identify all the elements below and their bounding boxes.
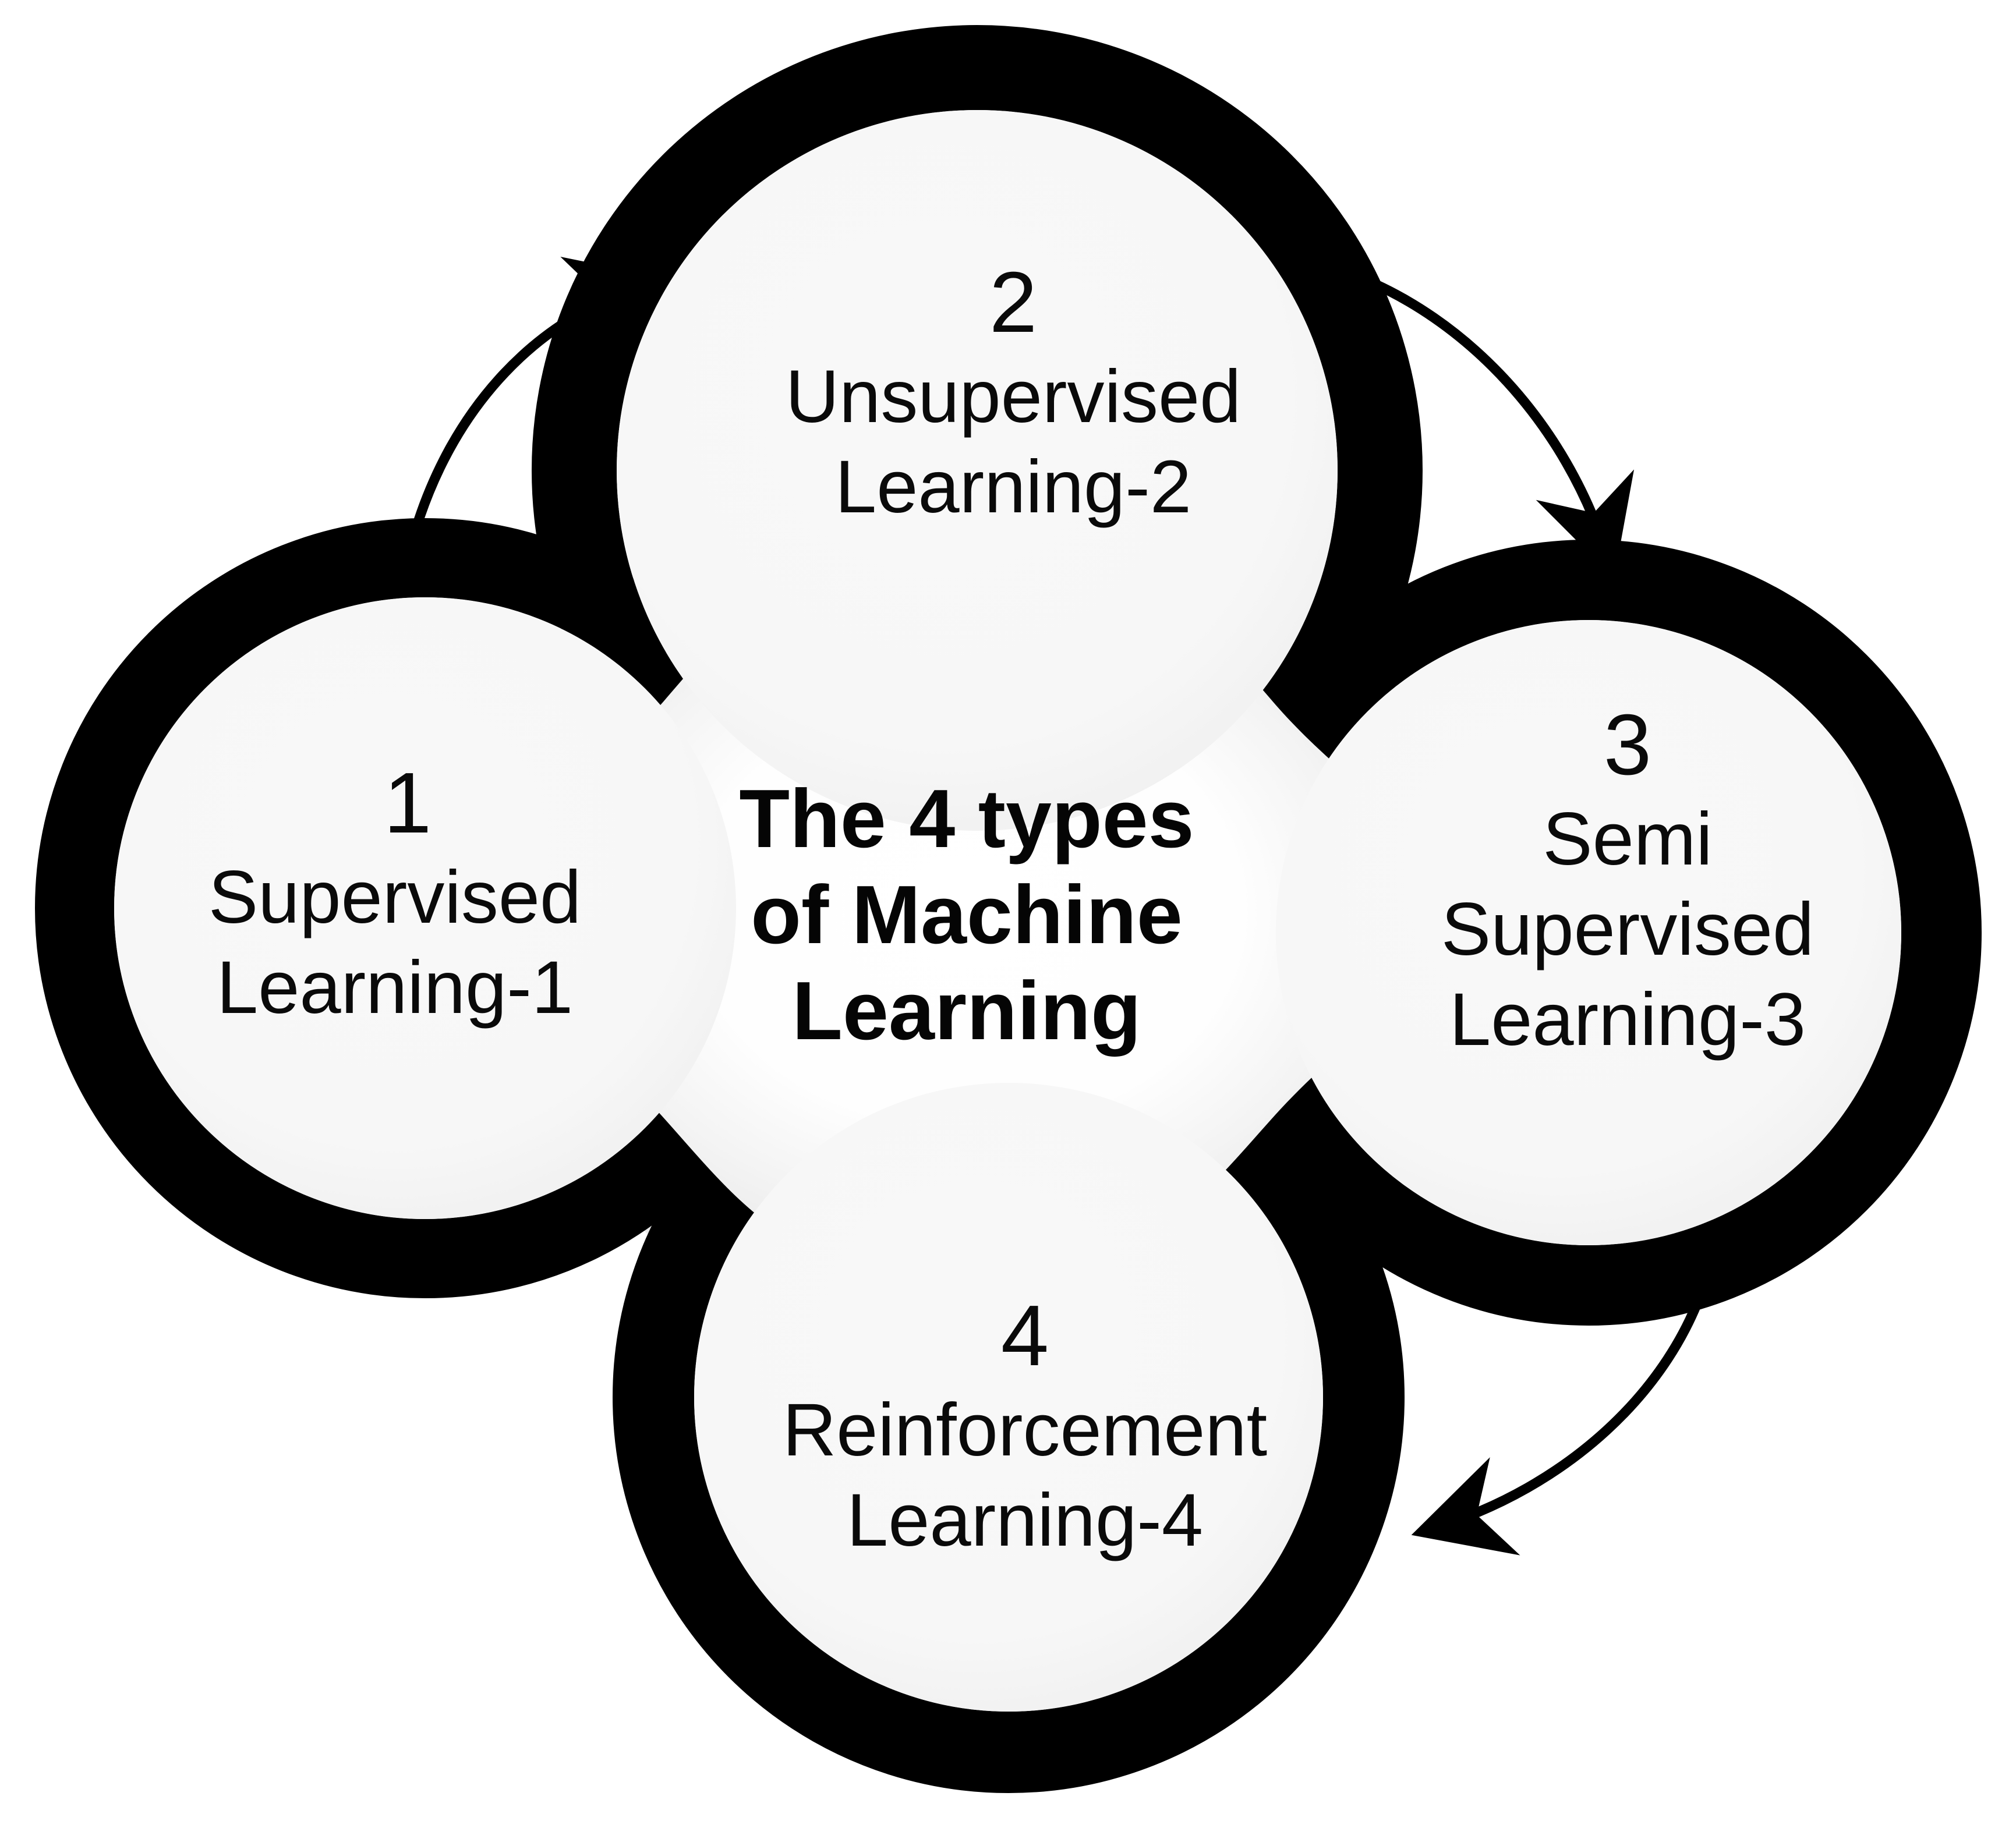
inner-circles-group — [114, 110, 1901, 1712]
node-3-inner-circle[interactable] — [1276, 620, 1901, 1245]
node-3-label-line1: Semi — [1543, 798, 1713, 881]
node-4-label-line1: Reinforcement — [783, 1388, 1267, 1472]
node-3-label-line3: Learning-3 — [1449, 978, 1806, 1061]
node-2-text-group: 2 Unsupervised Learning-2 — [786, 254, 1242, 529]
node-1-text-group: 1 Supervised Learning-1 — [208, 755, 581, 1029]
node-3-label-line2: Supervised — [1441, 888, 1814, 971]
node-2-label-line1: Unsupervised — [786, 355, 1242, 438]
node-1-label-line2: Learning-1 — [217, 946, 573, 1029]
center-title-line3: Learning — [792, 965, 1141, 1057]
node-1-inner-circle[interactable] — [114, 597, 736, 1219]
arrow-node3-to-node4[interactable] — [1411, 1276, 1711, 1556]
arrow-node2-to-node3[interactable] — [1348, 269, 1635, 579]
center-title-line2: of Machine — [751, 869, 1183, 961]
connectors-group — [402, 257, 1711, 1556]
node-3-text-group: 3 Semi Supervised Learning-3 — [1441, 697, 1814, 1061]
node-4-label-line2: Learning-4 — [847, 1479, 1203, 1562]
node-1-label-line1: Supervised — [208, 856, 581, 939]
node-1-number: 1 — [384, 755, 432, 851]
node-2-number: 2 — [989, 254, 1037, 350]
center-title-group: The 4 types of Machine Learning — [739, 773, 1194, 1057]
node-3-number: 3 — [1604, 697, 1651, 793]
center-title-line1: The 4 types — [739, 773, 1194, 865]
node-2-inner-circle[interactable] — [617, 110, 1338, 831]
node-2-label-line2: Learning-2 — [835, 445, 1191, 529]
node-4-text-group: 4 Reinforcement Learning-4 — [783, 1288, 1267, 1562]
arrow-node1-to-node2[interactable] — [402, 257, 669, 560]
node-4-inner-circle[interactable] — [694, 1083, 1323, 1712]
node-4-number: 4 — [1001, 1288, 1049, 1384]
